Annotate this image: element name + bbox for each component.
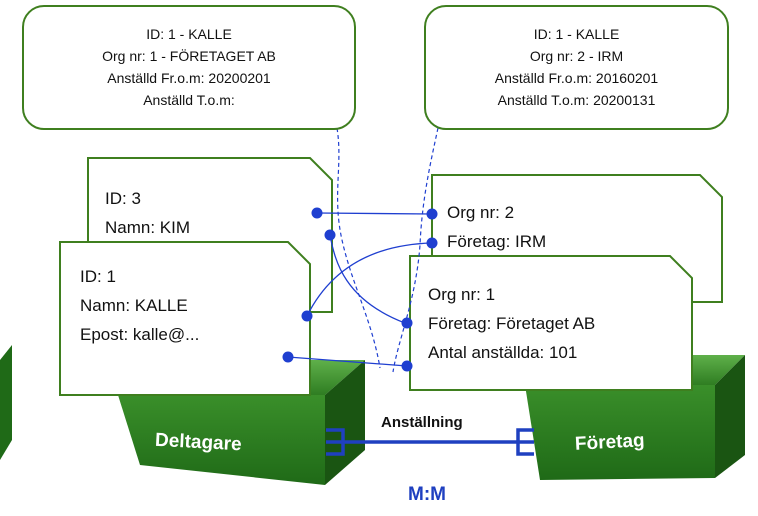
connection-lines <box>287 212 433 367</box>
callout-left-line: Anställd T.o.m: <box>143 92 235 108</box>
cardinality-label: M:M <box>408 484 446 505</box>
participant-email: Epost: kalle@... <box>80 325 200 344</box>
callout-left-line: Anställd Fr.o.m: 20200201 <box>107 70 271 86</box>
participant-back-text: ID: 3 Namn: KIM <box>105 184 190 242</box>
company-org-nr: Org nr: 2 <box>447 203 515 222</box>
company-name: Företag: Företaget AB <box>428 314 596 333</box>
relationship-label: Anställning <box>381 414 463 431</box>
participant-front-text: ID: 1 Namn: KALLE Epost: kalle@... <box>80 262 199 349</box>
callout-left-pointer <box>336 127 381 369</box>
participant-id: ID: 3 <box>105 189 141 208</box>
participant-name: Namn: KALLE <box>80 296 188 315</box>
callout-left-line: Org nr: 1 - FÖRETAGET AB <box>102 48 276 64</box>
company-front-text: Org nr: 1 Företag: Företaget AB Antal an… <box>428 280 595 367</box>
relationship-connector <box>326 428 534 456</box>
callout-left: ID: 1 - KALLE Org nr: 1 - FÖRETAGET AB A… <box>22 5 356 130</box>
callout-right-pointer <box>392 127 439 373</box>
partial-box-left <box>0 345 12 460</box>
company-name: Företag: IRM <box>447 232 547 251</box>
company-back-text: Org nr: 2 Företag: IRM <box>447 198 546 256</box>
participant-card-front <box>59 241 311 396</box>
connection-dots <box>282 207 438 372</box>
callout-right-line: Anställd T.o.m: 20200131 <box>497 92 656 108</box>
callout-right: ID: 1 - KALLE Org nr: 2 - IRM Anställd F… <box>424 5 729 130</box>
participant-id: ID: 1 <box>80 267 116 286</box>
entity-label-deltagare: Deltagare <box>154 429 243 456</box>
company-employees: Antal anställda: 101 <box>428 343 578 362</box>
callout-right-line: ID: 1 - KALLE <box>533 26 620 42</box>
entity-label-foretag: Företag <box>574 430 646 455</box>
callout-left-line: ID: 1 - KALLE <box>146 26 232 42</box>
callout-right-line: Org nr: 2 - IRM <box>529 48 624 64</box>
company-org-nr: Org nr: 1 <box>428 285 496 304</box>
participant-name: Namn: KIM <box>105 218 191 237</box>
callout-right-line: Anställd Fr.o.m: 20160201 <box>494 70 659 86</box>
